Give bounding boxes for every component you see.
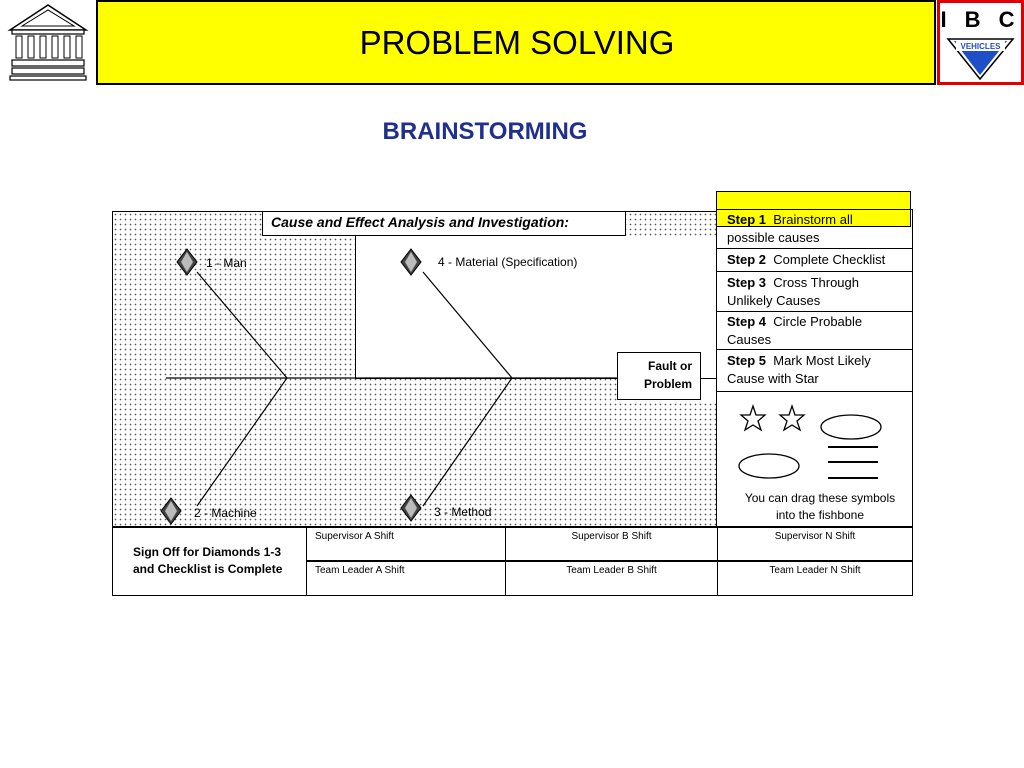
step-3-num: Step 3 — [727, 275, 767, 290]
symbols-note-line2: into the fishbone — [775, 508, 865, 522]
signature-supervisor-b[interactable]: Supervisor B Shift — [505, 527, 718, 561]
label-material: 4 - Material (Specification) — [438, 255, 578, 269]
subtitle: BRAINSTORMING — [382, 118, 588, 145]
circle-icon — [820, 414, 882, 440]
page-title: PROBLEM SOLVING — [359, 23, 675, 61]
step-3: Step 3 Cross Through Unlikely Causes — [716, 272, 913, 312]
signoff-line2: and Checklist is Complete — [133, 562, 283, 576]
analysis-title: Cause and Effect Analysis and Investigat… — [262, 211, 626, 236]
star-icon — [778, 403, 806, 432]
step-4-num: Step 4 — [727, 314, 767, 329]
diamond-man-icon[interactable] — [176, 248, 198, 276]
step-2: Step 2 Complete Checklist — [716, 249, 913, 272]
step-5-num: Step 5 — [727, 353, 767, 368]
diamond-machine-icon[interactable] — [160, 497, 182, 525]
step-5-line2: Cause with Star — [727, 371, 819, 386]
signature-team-leader-b[interactable]: Team Leader B Shift — [505, 561, 718, 596]
signoff-line1: Sign Off for Diamonds 1-3 — [133, 545, 282, 559]
fault-line1: Fault or — [648, 359, 692, 373]
logo-sub: VEHICLES — [960, 42, 1001, 51]
step-4-line1: Circle Probable — [773, 314, 863, 329]
symbols-palette — [738, 403, 882, 479]
step-1-num: Step 1 — [727, 212, 767, 227]
signature-team-leader-a[interactable]: Team Leader A Shift — [306, 561, 506, 596]
signature-supervisor-a[interactable]: Supervisor A Shift — [306, 527, 506, 561]
ibc-logo: I B C VEHICLES — [937, 0, 1024, 85]
star-icon — [739, 403, 767, 432]
step-1-line1: Brainstorm all — [773, 212, 853, 227]
symbols-note: You can drag these symbols into the fish… — [716, 490, 924, 524]
step-2-line1: Complete Checklist — [773, 252, 886, 267]
step-5: Step 5 Mark Most Likely Cause with Star — [716, 350, 913, 392]
signature-supervisor-n[interactable]: Supervisor N Shift — [717, 527, 913, 561]
logo-triangle-icon: VEHICLES — [946, 38, 1015, 81]
signoff-box: Sign Off for Diamonds 1-3 and Checklist … — [112, 527, 307, 596]
step-1-line2: possible causes — [727, 230, 820, 245]
step-5-line1: Mark Most Likely — [773, 353, 871, 368]
circle-icon — [738, 453, 800, 479]
step-2-num: Step 2 — [727, 252, 767, 267]
step-4-line2: Causes — [727, 332, 772, 347]
diamond-method-icon[interactable] — [400, 494, 422, 522]
logo-letters: I B C — [940, 7, 1021, 32]
fault-line2: Problem — [643, 377, 692, 391]
label-machine: 2 - Machine — [194, 506, 257, 520]
diamond-material-icon[interactable] — [400, 248, 422, 276]
building-logo — [0, 0, 98, 85]
step-3-line2: Unlikely Causes — [727, 293, 821, 308]
step-1: Step 1 Brainstorm all possible causes — [716, 209, 913, 249]
building-icon — [7, 4, 89, 81]
fault-box: Fault or Problem — [617, 352, 701, 400]
label-method: 3 - Method — [434, 505, 492, 519]
signature-team-leader-n[interactable]: Team Leader N Shift — [717, 561, 913, 596]
label-man: 1 - Man — [206, 256, 247, 270]
symbols-note-line1: You can drag these symbols — [744, 491, 896, 505]
header-bar — [0, 0, 936, 85]
step-3-line1: Cross Through — [773, 275, 859, 290]
step-4: Step 4 Circle Probable Causes — [716, 312, 913, 350]
